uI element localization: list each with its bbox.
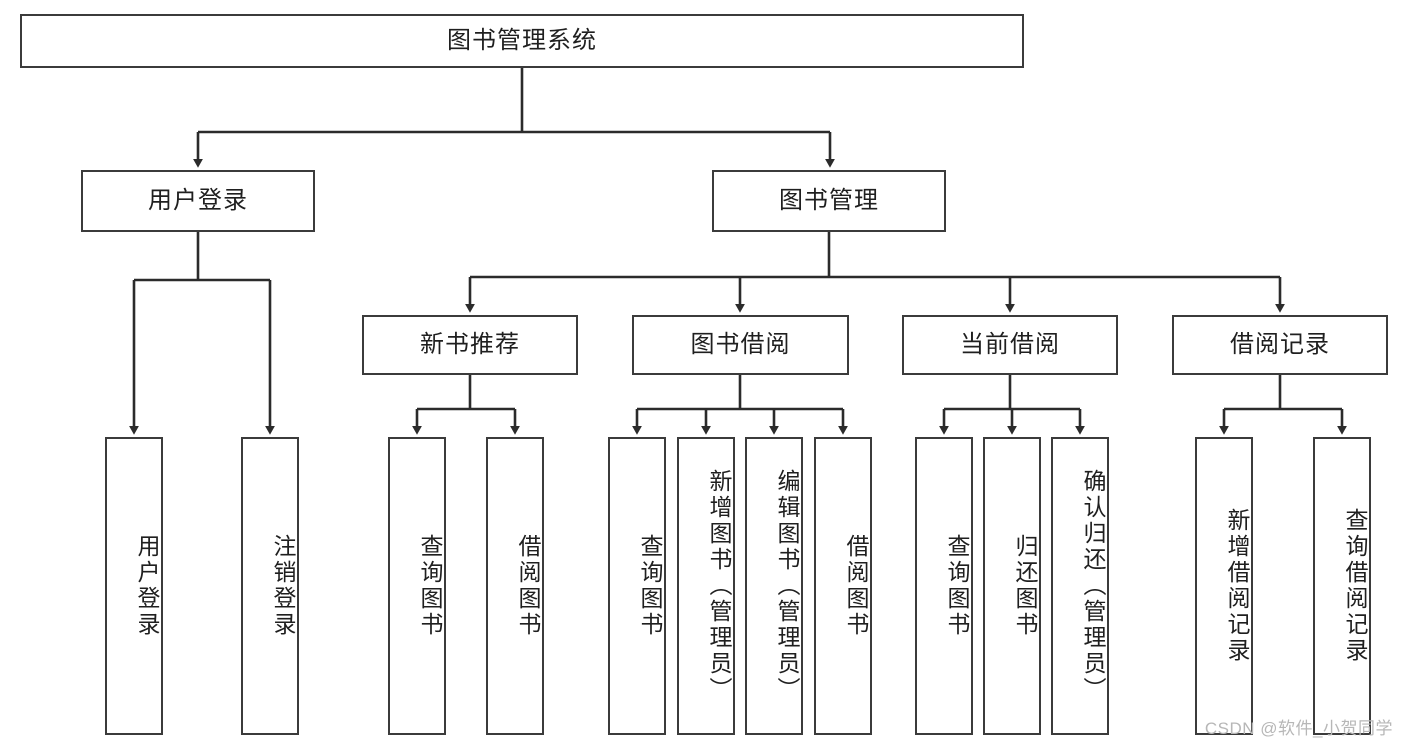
node-root-system[interactable]: 图书管理系统 bbox=[20, 14, 1024, 68]
node-label: 当前借阅 bbox=[960, 330, 1060, 358]
leaf-add-borrow-record[interactable]: 新增借阅记录 bbox=[1195, 437, 1253, 735]
node-current-borrow[interactable]: 当前借阅 bbox=[902, 315, 1118, 375]
leaf-return-book[interactable]: 归还图书 bbox=[983, 437, 1041, 735]
node-label: 新书推荐 bbox=[420, 330, 520, 358]
leaf-query-book-borrow[interactable]: 查询图书 bbox=[608, 437, 666, 735]
node-label: 查询图书 bbox=[637, 534, 663, 638]
node-label: 图书管理 bbox=[779, 186, 879, 214]
leaf-query-book-current[interactable]: 查询图书 bbox=[915, 437, 973, 735]
leaf-confirm-return-admin[interactable]: 确认归还（管理员） bbox=[1051, 437, 1109, 735]
node-borrow-record[interactable]: 借阅记录 bbox=[1172, 315, 1388, 375]
node-label: 查询图书 bbox=[417, 534, 443, 638]
node-label: 图书借阅 bbox=[690, 330, 791, 358]
leaf-borrow-book[interactable]: 借阅图书 bbox=[814, 437, 872, 735]
node-label: 归还图书 bbox=[1012, 534, 1038, 638]
leaf-query-borrow-record[interactable]: 查询借阅记录 bbox=[1313, 437, 1371, 735]
leaf-user-login[interactable]: 用户登录 bbox=[105, 437, 163, 735]
node-user-login[interactable]: 用户登录 bbox=[81, 170, 315, 232]
node-label: 新增借阅记录 bbox=[1224, 508, 1250, 664]
node-label: 借阅图书 bbox=[843, 534, 869, 638]
leaf-borrow-book-recommend[interactable]: 借阅图书 bbox=[486, 437, 544, 735]
leaf-query-book-recommend[interactable]: 查询图书 bbox=[388, 437, 446, 735]
node-label: 查询图书 bbox=[944, 534, 970, 638]
node-label: 用户登录 bbox=[148, 186, 248, 214]
node-book-management[interactable]: 图书管理 bbox=[712, 170, 946, 232]
node-label: 查询借阅记录 bbox=[1342, 508, 1368, 664]
node-new-book-recommend[interactable]: 新书推荐 bbox=[362, 315, 578, 375]
csdn-watermark: CSDN @软件_小贺同学 bbox=[1204, 719, 1393, 738]
leaf-edit-book-admin[interactable]: 编辑图书（管理员） bbox=[745, 437, 803, 735]
node-label: 图书管理系统 bbox=[447, 26, 597, 54]
node-label: 注销登录 bbox=[270, 534, 296, 638]
node-label: 新增图书（管理员） bbox=[706, 469, 732, 703]
node-book-borrow[interactable]: 图书借阅 bbox=[632, 315, 849, 375]
node-label: 用户登录 bbox=[134, 534, 160, 638]
leaf-add-book-admin[interactable]: 新增图书（管理员） bbox=[677, 437, 735, 735]
node-label: 借阅图书 bbox=[515, 534, 541, 638]
node-label: 编辑图书（管理员） bbox=[774, 469, 800, 703]
node-label: 借阅记录 bbox=[1230, 330, 1330, 358]
node-label: 确认归还（管理员） bbox=[1080, 469, 1106, 703]
leaf-logout[interactable]: 注销登录 bbox=[241, 437, 299, 735]
